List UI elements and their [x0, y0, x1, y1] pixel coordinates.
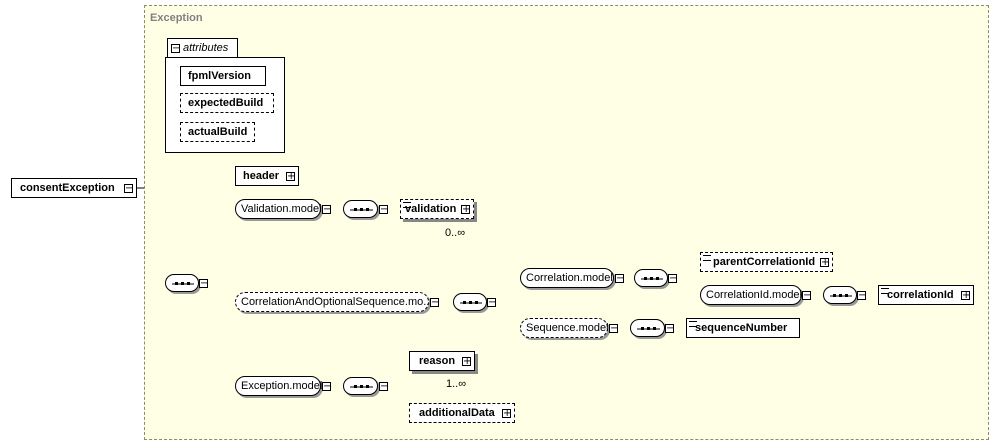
expand-reason-icon[interactable]: + — [462, 356, 472, 367]
collapse-exception-model-icon[interactable]: − — [322, 381, 332, 392]
reason-label: reason — [419, 355, 456, 367]
root-element-label: consentException — [20, 182, 115, 194]
sequence-model-compositor[interactable] — [630, 319, 665, 337]
main-sequence-compositor[interactable] — [165, 274, 199, 292]
validation-sequence-compositor[interactable] — [343, 200, 378, 218]
sequencenumber-label: sequenceNumber — [695, 322, 788, 334]
documentation-icon — [703, 255, 711, 261]
documentation-icon — [689, 321, 697, 327]
expand-parentcorrelationid-icon[interactable]: + — [820, 257, 830, 268]
expand-validation-icon[interactable]: + — [461, 204, 471, 215]
expand-additionaldata-icon[interactable]: + — [502, 408, 512, 419]
collapse-correlation-optional-sequence-icon[interactable]: − — [430, 297, 440, 308]
expand-header-icon[interactable]: + — [286, 171, 296, 182]
group-exception-model[interactable]: Exception.model — [235, 376, 322, 396]
documentation-icon — [403, 202, 411, 208]
exception-sequence-compositor[interactable] — [343, 377, 378, 395]
element-header[interactable]: header + — [235, 166, 299, 186]
group-validation-model[interactable]: Validation.model — [235, 199, 322, 219]
sequence-icon — [641, 277, 663, 280]
attributes-tab: − attributes — [167, 38, 238, 57]
collapse-correlationid-model-icon[interactable]: − — [802, 290, 812, 301]
element-correlationid[interactable]: correlationId + — [878, 285, 974, 305]
sequence-icon — [350, 385, 373, 388]
element-sequencenumber[interactable]: sequenceNumber — [686, 318, 800, 338]
header-label: header — [243, 170, 280, 182]
reason-cardinality: 1..∞ — [446, 378, 467, 390]
collapse-attributes-icon[interactable]: − — [171, 42, 181, 54]
collapse-root-icon[interactable]: − — [124, 183, 134, 194]
collapse-sequence-model-sequence-icon[interactable]: − — [665, 323, 675, 334]
group-correlation-and-optional-sequence[interactable]: CorrelationAndOptionalSequence.mo... — [235, 292, 432, 312]
correlationid-label: correlationId — [887, 289, 954, 301]
element-additionaldata[interactable]: additionalData + — [409, 403, 515, 423]
validation-cardinality: 0..∞ — [445, 227, 466, 239]
collapse-correlation-model-icon[interactable]: − — [615, 273, 625, 284]
element-validation[interactable]: validation + — [400, 199, 474, 219]
additionaldata-label: additionalData — [419, 407, 495, 419]
sequence-icon — [172, 282, 194, 285]
collapse-sequence-model-icon[interactable]: − — [609, 323, 619, 334]
sequence-icon — [460, 301, 482, 304]
collapse-validation-model-icon[interactable]: − — [322, 204, 332, 215]
collapse-correlation-sequence-icon[interactable]: − — [487, 297, 497, 308]
correlationid-sequence-compositor[interactable] — [823, 286, 857, 304]
collapse-correlation-model-sequence-icon[interactable]: − — [668, 273, 678, 284]
group-correlation-model[interactable]: Correlation.model — [520, 268, 614, 288]
collapse-validation-sequence-icon[interactable]: − — [379, 204, 389, 215]
parentcorrelationid-label: parentCorrelationId — [713, 256, 816, 268]
collapse-exception-sequence-icon[interactable]: − — [379, 381, 389, 392]
group-sequence-model[interactable]: Sequence.model — [520, 318, 609, 338]
sequence-icon — [830, 294, 852, 297]
attribute-actualbuild[interactable]: actualBuild — [180, 122, 255, 142]
attribute-fpmlversion[interactable]: fpmlVersion — [180, 66, 266, 86]
group-correlationid-model[interactable]: CorrelationId.model — [700, 285, 802, 305]
type-title: Exception — [150, 12, 203, 24]
sequence-icon — [350, 208, 373, 211]
attributes-label: attributes — [183, 42, 229, 54]
element-parentcorrelationid[interactable]: parentCorrelationId + — [700, 252, 833, 272]
root-element-consentexception[interactable]: consentException − — [11, 178, 137, 198]
element-reason[interactable]: reason + — [409, 351, 475, 371]
expand-correlationid-icon[interactable]: + — [961, 290, 971, 301]
main-sequence-collapse-icon[interactable]: − — [199, 278, 209, 289]
correlation-sequence-compositor[interactable] — [453, 293, 487, 311]
attribute-expectedbuild[interactable]: expectedBuild — [180, 93, 274, 113]
collapse-correlationid-sequence-icon[interactable]: − — [857, 290, 867, 301]
documentation-icon — [881, 288, 889, 294]
correlation-model-sequence-compositor[interactable] — [634, 269, 668, 287]
sequence-icon — [637, 327, 660, 330]
validation-label: validation — [405, 203, 457, 215]
